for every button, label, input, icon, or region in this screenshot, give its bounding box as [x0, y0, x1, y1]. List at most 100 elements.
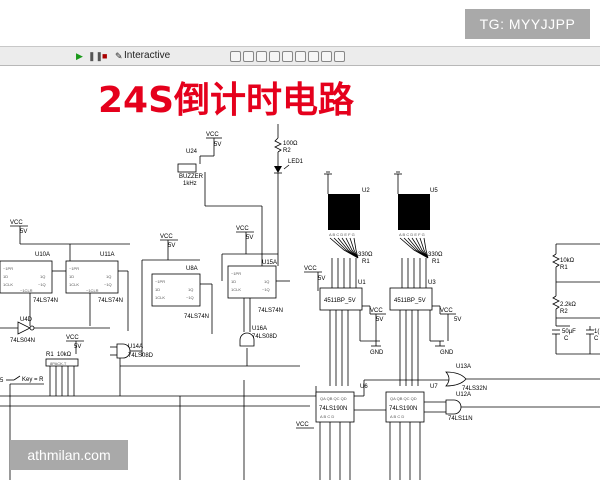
u1-vcc2: VCC: [370, 308, 383, 314]
u16a-ref: U16A: [252, 326, 267, 332]
interactive-mode-label[interactable]: Interactive: [124, 50, 171, 61]
timer-r1-ref: R1: [560, 265, 568, 271]
bottom-vcc: VCC: [296, 422, 309, 428]
svg-text:1D: 1D: [231, 279, 236, 284]
site-watermark: athmilan.com: [10, 440, 128, 470]
right-res-value: 330Ω: [428, 252, 443, 258]
u8a-vcc: VCC: [160, 234, 173, 240]
display-u2-pins: A B C D E F G: [329, 232, 355, 237]
u1-ref: U1: [358, 280, 366, 286]
u10a-vcc: VCC: [10, 220, 23, 226]
toolbar-button-6[interactable]: [295, 51, 306, 62]
buzzer-volt-label: 5V: [214, 142, 221, 148]
svg-text:~1Q: ~1Q: [38, 282, 46, 287]
pause-icon[interactable]: ❚❚: [88, 51, 104, 61]
r1-vcc: VCC: [66, 335, 79, 341]
u3-ref: U3: [428, 280, 436, 286]
svg-text:A B C D: A B C D: [390, 414, 404, 419]
svg-text:1CLK: 1CLK: [69, 282, 79, 287]
r1-volt: 5V: [74, 344, 81, 350]
u13a-ref: U13A: [456, 364, 471, 370]
counter-u6: U6 QA QB QC QD 74LS190N A B C D: [310, 379, 454, 480]
u1-vcc: VCC: [304, 266, 317, 272]
toolbar-button-7[interactable]: [308, 51, 319, 62]
u10a-volt: 5V: [20, 229, 27, 235]
resistor-pack-r1: VCC 5V R1 10kΩ 8PACK.T: [45, 335, 84, 396]
svg-text:~1Q: ~1Q: [186, 295, 194, 300]
svg-text:~1CLR: ~1CLR: [20, 288, 33, 293]
u11a-part: 74LS74N: [98, 298, 123, 304]
led-resistor-ref: R2: [283, 148, 291, 154]
svg-text:A B C D: A B C D: [320, 414, 334, 419]
display-u2-ref: U2: [362, 188, 370, 194]
toolbar-button-2[interactable]: [243, 51, 254, 62]
u14a-part: 74LS08D: [128, 353, 154, 359]
svg-text:1D: 1D: [69, 274, 74, 279]
buzzer-u24: VCC 5V U24 BUZZER 1kHz: [177, 132, 263, 276]
svg-text:1D: 1D: [155, 287, 160, 292]
u10a-ref: U10A: [35, 252, 50, 258]
u1-part: 4511BP_5V: [324, 298, 356, 304]
u12a-ref: U12A: [456, 392, 471, 398]
timer-r2-ref: R2: [560, 309, 568, 315]
u15a-ref: U15A: [262, 260, 277, 266]
and-gate-u12a: U12A 74LS11N: [445, 392, 600, 422]
u4d-ref: U4D: [20, 317, 33, 323]
led-ref: LED1: [288, 159, 304, 165]
svg-text:1Q: 1Q: [40, 274, 45, 279]
toolbar-button-3[interactable]: [256, 51, 267, 62]
timer-cap-value: 50µF: [562, 329, 576, 335]
display-u5-pins: A B C D E F G: [399, 232, 425, 237]
u1-volt2: 5V: [376, 317, 383, 323]
r1-part: 8PACK.T: [50, 361, 67, 366]
u16a-part: 74LS08D: [252, 334, 278, 340]
r1-value: 10kΩ: [57, 352, 72, 358]
u1-gnd: GND: [370, 350, 384, 356]
u7-ref: U7: [430, 384, 438, 390]
u3-part: 4511BP_5V: [394, 298, 426, 304]
svg-text:1Q: 1Q: [188, 287, 193, 292]
svg-text:1CLK: 1CLK: [155, 295, 165, 300]
segment-resistors-left: 330Ω R1: [329, 237, 373, 288]
stop-icon[interactable]: ■: [102, 51, 108, 61]
u15a-part: 74LS74N: [258, 308, 283, 314]
counter-u7: U7 QA QB QC QD 74LS190N A B C D: [385, 384, 446, 480]
buzzer-name: BUZZER: [179, 174, 204, 180]
buzzer-freq: 1kHz: [183, 181, 197, 187]
key-switch: 5 Key = R: [0, 375, 44, 385]
and-gate-u16a: U16A 74LS08D: [120, 298, 300, 367]
u8a-part: 74LS74N: [184, 314, 209, 320]
toolbar-button-8[interactable]: [321, 51, 332, 62]
svg-text:~1Q: ~1Q: [104, 282, 112, 287]
u3-gnd: GND: [440, 350, 454, 356]
left-res-ref: R1: [362, 259, 370, 265]
and-gate-u14a: U14A 74LS08D: [110, 343, 154, 396]
u10a-part: 74LS74N: [33, 298, 58, 304]
svg-text:1D: 1D: [3, 274, 8, 279]
u4d-part: 74LS04N: [10, 338, 35, 344]
u15a-vcc: VCC: [236, 226, 249, 232]
left-res-value: 330Ω: [358, 252, 373, 258]
toolbar-button-9[interactable]: [334, 51, 345, 62]
led-resistor-value: 100Ω: [283, 141, 298, 147]
key-number: 5: [0, 378, 4, 384]
timer-cap-ref: C: [564, 336, 569, 342]
schematic-title: 24S倒计时电路: [98, 80, 355, 121]
svg-text:~1PR: ~1PR: [3, 266, 13, 271]
toolbar-button-5[interactable]: [282, 51, 293, 62]
svg-text:1CLK: 1CLK: [3, 282, 13, 287]
flip-flop-u8a: VCC 5V U8A ~1PR 1D 1Q 1CLK ~1Q 74LS74N: [141, 234, 213, 356]
r1-ref: R1: [46, 352, 54, 358]
run-icon[interactable]: ▶: [76, 51, 83, 61]
u6-part: 74LS190N: [319, 406, 347, 412]
buzzer-ref: U24: [186, 149, 198, 155]
u12a-part: 74LS11N: [448, 416, 473, 422]
toolbar-button-4[interactable]: [269, 51, 280, 62]
display-u5: U5 A B C D E F G: [394, 171, 438, 237]
toolbar-button-1[interactable]: [230, 51, 241, 62]
svg-text:~1PR: ~1PR: [155, 279, 165, 284]
flip-flop-u11a: U11A ~1PR 1D 1Q 1CLK ~1Q ~1CLR 74LS74N: [29, 244, 129, 331]
svg-text:~1CLR: ~1CLR: [86, 288, 99, 293]
svg-text:1Q: 1Q: [106, 274, 111, 279]
u7-part: 74LS190N: [389, 406, 417, 412]
